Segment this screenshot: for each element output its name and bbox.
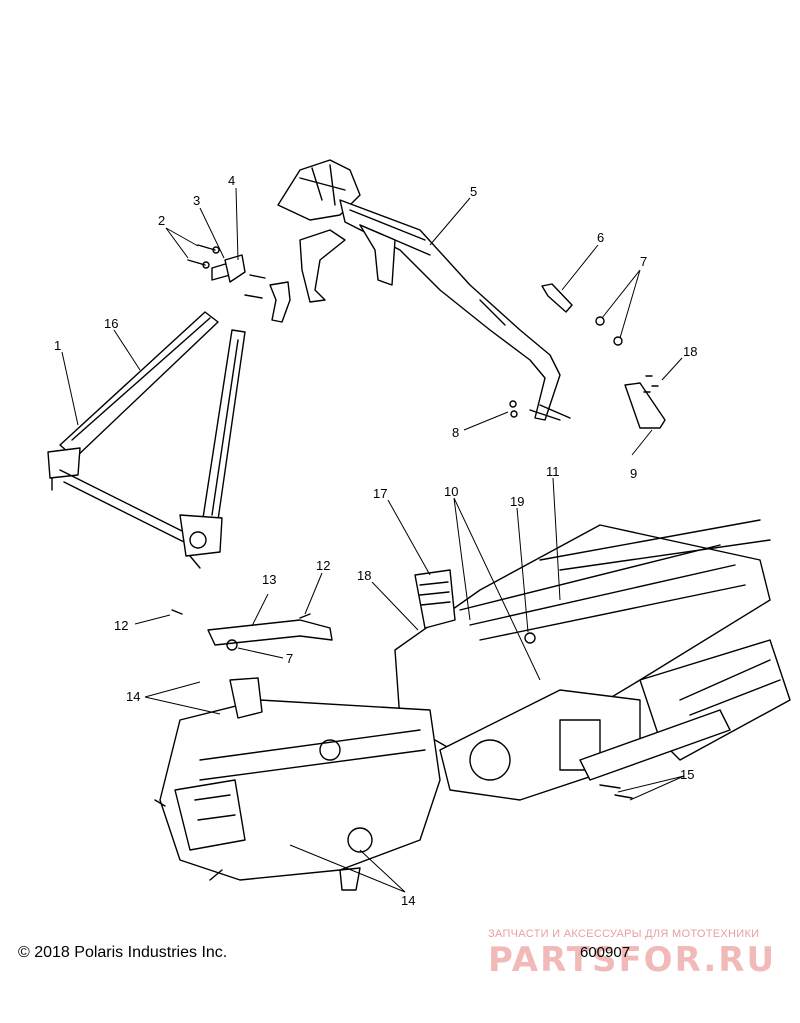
callout-17: 17: [373, 486, 387, 501]
callout-13: 13: [262, 572, 276, 587]
callout-7-upper: 7: [640, 254, 647, 269]
callout-16: 16: [104, 316, 118, 331]
callout-8: 8: [452, 425, 459, 440]
callout-4: 4: [228, 173, 235, 188]
part-rear-bolts: [599, 784, 633, 799]
callout-3: 3: [193, 193, 200, 208]
callout-15: 15: [680, 767, 694, 782]
part-upper-frame-bar: [277, 159, 571, 421]
callout-1: 1: [54, 338, 61, 353]
leader-lines: [61, 187, 685, 893]
callout-18-upper: 18: [683, 344, 697, 359]
drawing-number: 600907: [580, 944, 631, 961]
watermark-logo: PARTSFOR.RU: [488, 940, 777, 980]
callout-2: 2: [158, 213, 165, 228]
watermark-tagline: ЗАПЧАСТИ И АКСЕССУАРЫ ДЛЯ МОТОТЕХНИКИ: [488, 928, 760, 940]
callout-11: 11: [546, 464, 560, 479]
callout-6: 6: [597, 230, 604, 245]
callout-12-left: 12: [114, 618, 128, 633]
part-front-a-frame: [47, 311, 246, 569]
watermark: ЗАПЧАСТИ И АКСЕССУАРЫ ДЛЯ МОТОТЕХНИКИ PA…: [488, 928, 788, 980]
callout-18-lower: 18: [357, 568, 371, 583]
part-bolts-brackets: [187, 244, 291, 323]
part-lower-front-frame: [154, 677, 441, 891]
callout-9: 9: [630, 466, 637, 481]
callout-numbers: 1 16 2 3 4 5 6 7 18 8 9 17 10 19 11 13 1…: [54, 173, 697, 908]
callout-14-upper: 14: [126, 689, 140, 704]
part-small-hardware: [509, 283, 666, 429]
part-main-chassis: [394, 519, 791, 801]
callout-7-lower: 7: [286, 651, 293, 666]
callout-12-right: 12: [316, 558, 330, 573]
copyright-notice: © 2018 Polaris Industries Inc.: [18, 944, 228, 961]
callout-19: 19: [510, 494, 524, 509]
part-support-bar: [171, 609, 333, 651]
callout-14-lower: 14: [401, 893, 415, 908]
callout-10: 10: [444, 484, 458, 499]
callout-5: 5: [470, 184, 477, 199]
